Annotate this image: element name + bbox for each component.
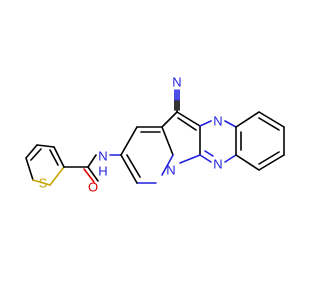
structure-canvas: N N H O S N N N: [25, 75, 285, 195]
pyrazine-nitrogen-top-label: N: [213, 114, 222, 129]
bond: [258, 154, 285, 171]
bond: [161, 154, 174, 176]
bond: [235, 154, 260, 171]
bond: [199, 120, 212, 127]
bond: [49, 149, 59, 166]
bond: [177, 117, 197, 131]
bond: [176, 111, 201, 127]
amide-linker: [63, 154, 122, 183]
bond: [161, 111, 178, 128]
amide-nitrogen-label: N: [98, 149, 107, 164]
bond: [87, 154, 97, 168]
bond: [25, 157, 34, 181]
bond: [120, 154, 138, 184]
bond: [49, 166, 65, 186]
pyridine-ring: [120, 126, 174, 184]
benzene-ring: [235, 111, 285, 171]
bond: [235, 111, 260, 128]
nitrile-group: [174, 89, 180, 113]
carbonyl-oxygen-label: O: [88, 180, 98, 195]
bond: [258, 117, 280, 131]
molecule-drawing: N N H O S N N N: [25, 75, 285, 195]
bond: [53, 146, 65, 168]
bond: [224, 120, 237, 128]
bond: [161, 126, 174, 156]
bond: [204, 150, 214, 157]
pyrazine-nitrogen-bottom-label: N: [213, 157, 222, 172]
bond: [32, 179, 51, 186]
bond: [224, 154, 237, 163]
bond: [199, 154, 212, 163]
bond: [83, 168, 95, 183]
amide-hydrogen-label: H: [98, 164, 107, 179]
bond: [120, 126, 138, 156]
bond: [30, 148, 42, 161]
bond: [25, 144, 38, 159]
thiophene-ring: [25, 144, 65, 186]
bridgehead-nitrogen-label: N: [166, 163, 175, 178]
nitrile-nitrogen-label: N: [172, 75, 181, 90]
bond: [179, 154, 201, 164]
bond: [87, 166, 99, 182]
thiophene-sulfur-label: S: [39, 176, 48, 191]
bond: [126, 154, 141, 178]
bond: [258, 111, 285, 128]
pyrazine-ring: [199, 120, 237, 163]
bond: [258, 151, 280, 165]
pyrrole-ring: [161, 111, 201, 164]
bond: [36, 144, 55, 148]
